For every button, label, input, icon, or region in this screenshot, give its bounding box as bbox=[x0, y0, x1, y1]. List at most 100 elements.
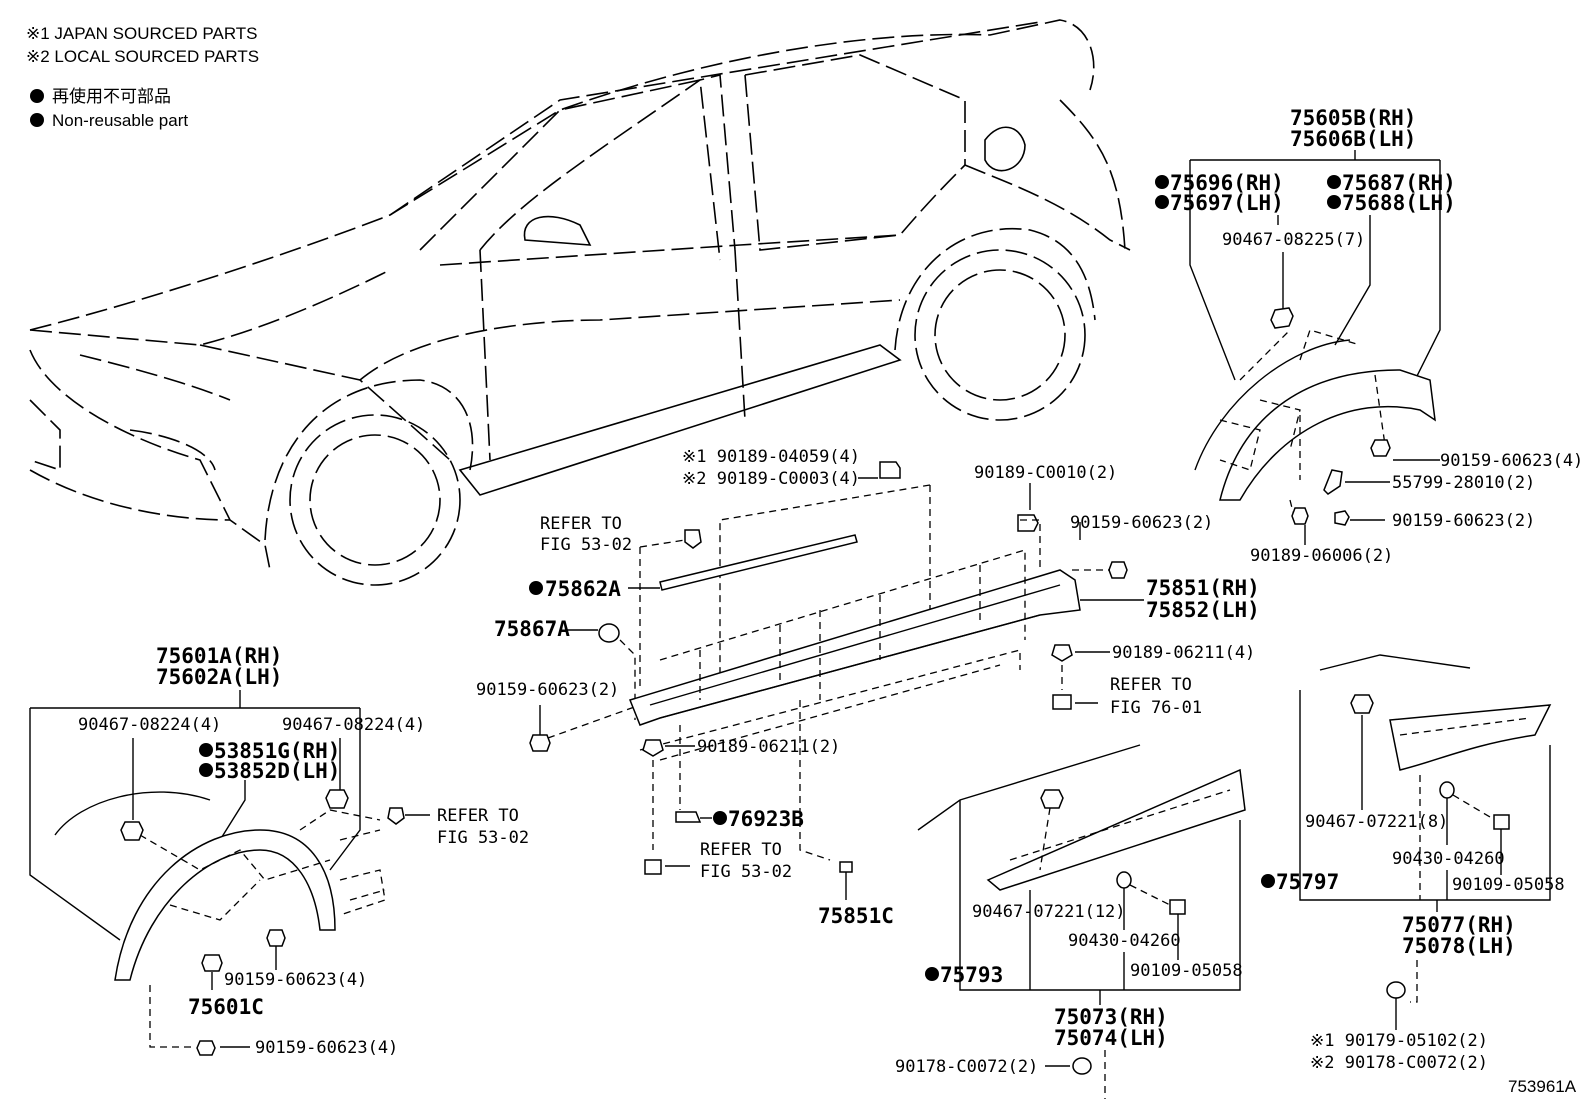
rivet-icon bbox=[1323, 469, 1343, 495]
nut-icon bbox=[1386, 981, 1406, 999]
clip-icon bbox=[642, 739, 664, 757]
label-j1-90189-04059: ※1 90189-04059(4) bbox=[682, 447, 860, 467]
label-j2-90189-c0003: ※2 90189-C0003(4) bbox=[682, 469, 860, 489]
label-90159-60623-4-rr: 90159-60623(4) bbox=[1440, 451, 1583, 471]
label-75605B: 75605B(RH) bbox=[1290, 106, 1416, 130]
label-90430-04260-b: 90430-04260 bbox=[1392, 849, 1505, 869]
clip-icon bbox=[879, 461, 901, 479]
label-90467-08224-r: 90467-08224(4) bbox=[282, 715, 425, 735]
label-75606B: 75606B(LH) bbox=[1290, 127, 1416, 151]
label-75696: 75696(RH) bbox=[1170, 171, 1284, 195]
legend-nonreuse-en: Non-reusable part bbox=[52, 111, 188, 130]
label-90467-07221-12: 90467-07221(12) bbox=[972, 902, 1126, 922]
screw-icon bbox=[196, 1040, 216, 1056]
clip-icon bbox=[684, 529, 702, 549]
nonreuse-dot-icon bbox=[1327, 195, 1341, 209]
label-75793: 75793 bbox=[940, 963, 1003, 987]
label-90159-60623-4-bot: 90159-60623(4) bbox=[255, 1038, 398, 1058]
nonreuse-dot-icon bbox=[1155, 175, 1169, 189]
label-75688: 75688(LH) bbox=[1342, 191, 1456, 215]
nonreuse-dot-icon bbox=[199, 743, 213, 757]
bolt-icon bbox=[1169, 899, 1186, 915]
nonreuse-dot-icon bbox=[529, 581, 543, 595]
legend-japan: ※1 JAPAN SOURCED PARTS bbox=[26, 24, 258, 43]
label-90430-04260-a: 90430-04260 bbox=[1068, 931, 1181, 951]
label-90178-c0072: 90178-C0072(2) bbox=[895, 1057, 1038, 1077]
rocker-molding bbox=[628, 569, 1081, 726]
label-90109-05058-b: 90109-05058 bbox=[1452, 875, 1565, 895]
label-90189-06211-4: 90189-06211(4) bbox=[1112, 643, 1255, 663]
vehicle-outline bbox=[29, 19, 1131, 586]
rear-door-molding bbox=[1389, 704, 1552, 771]
nonreuse-dot-icon bbox=[1327, 175, 1341, 189]
clip-icon bbox=[1270, 307, 1294, 329]
label-75077: 75077(RH) bbox=[1402, 913, 1516, 937]
label-75697: 75697(LH) bbox=[1170, 191, 1284, 215]
nonreuse-dot-icon bbox=[925, 967, 939, 981]
label-90467-08225: 90467-08225(7) bbox=[1222, 230, 1365, 250]
clip-icon bbox=[1291, 507, 1309, 525]
nonreuse-dot-icon bbox=[30, 113, 44, 127]
label-fig-53-02-c: FIG 53-02 bbox=[700, 862, 792, 882]
washer-icon bbox=[1439, 781, 1455, 799]
legend-nonreuse-jp: 再使用不可部品 bbox=[52, 86, 171, 106]
front-door-molding bbox=[986, 768, 1246, 891]
label-75602A: 75602A(LH) bbox=[156, 665, 282, 689]
label-refer-to-b: REFER TO bbox=[1110, 675, 1192, 695]
label-90159-60623-4-fr: 90159-60623(4) bbox=[224, 970, 367, 990]
bolt-icon bbox=[1052, 694, 1072, 710]
cap-icon bbox=[598, 623, 620, 643]
rear-arch-molding bbox=[1219, 369, 1436, 501]
label-75862A: 75862A bbox=[545, 577, 621, 601]
label-90189-06211-2: 90189-06211(2) bbox=[697, 737, 840, 757]
label-90159-60623-2-mid: 90159-60623(2) bbox=[476, 680, 619, 700]
label-75074: 75074(LH) bbox=[1054, 1026, 1168, 1050]
nonreuse-dot-icon bbox=[1155, 195, 1169, 209]
clip-icon bbox=[1040, 789, 1064, 809]
screw-icon bbox=[839, 861, 853, 873]
label-90189-c0010: 90189-C0010(2) bbox=[974, 463, 1117, 483]
label-refer-to-a: REFER TO bbox=[540, 514, 622, 534]
clip-icon bbox=[1350, 694, 1374, 714]
clip-icon bbox=[387, 807, 405, 825]
clip-icon bbox=[1051, 644, 1073, 662]
label-53851G: 53851G(RH) bbox=[214, 739, 340, 763]
label-fig-53-02-d: FIG 53-02 bbox=[437, 828, 529, 848]
label-55799-28010: 55799-28010(2) bbox=[1392, 473, 1535, 493]
bolt-icon bbox=[1493, 814, 1510, 830]
rocker-tape bbox=[659, 534, 858, 591]
label-75601A: 75601A(RH) bbox=[156, 644, 282, 668]
bolt-icon bbox=[644, 859, 662, 875]
label-fig-76-01: FIG 76-01 bbox=[1110, 698, 1202, 718]
screw-icon bbox=[1370, 439, 1391, 457]
label-75078: 75078(LH) bbox=[1402, 934, 1516, 958]
screw-icon bbox=[1334, 510, 1350, 526]
screw-icon bbox=[1108, 561, 1128, 579]
label-refer-to-c: REFER TO bbox=[700, 840, 782, 860]
label-75867A: 75867A bbox=[494, 617, 570, 641]
legend-local: ※2 LOCAL SOURCED PARTS bbox=[26, 47, 259, 66]
pad-icon bbox=[675, 811, 702, 823]
clip-icon bbox=[201, 954, 223, 972]
label-fig-53-02-a: FIG 53-02 bbox=[540, 535, 632, 555]
label-90109-05058-a: 90109-05058 bbox=[1130, 961, 1243, 981]
label-j2-90178: ※2 90178-C0072(2) bbox=[1310, 1053, 1488, 1073]
label-53852D: 53852D(LH) bbox=[214, 759, 340, 783]
nonreuse-dot-icon bbox=[713, 811, 727, 825]
label-75687: 75687(RH) bbox=[1342, 171, 1456, 195]
nonreuse-dot-icon bbox=[30, 89, 44, 103]
label-75601C: 75601C bbox=[188, 995, 264, 1019]
figure-id: 753961A bbox=[1508, 1077, 1577, 1096]
nonreuse-dot-icon bbox=[199, 763, 213, 777]
label-90159-60623-2-rr: 90159-60623(2) bbox=[1392, 511, 1535, 531]
label-75852: 75852(LH) bbox=[1146, 598, 1260, 622]
label-75797: 75797 bbox=[1276, 870, 1339, 894]
label-75851: 75851(RH) bbox=[1146, 576, 1260, 600]
nonreuse-dot-icon bbox=[1261, 874, 1275, 888]
label-90467-08224-l: 90467-08224(4) bbox=[78, 715, 221, 735]
label-90189-06006: 90189-06006(2) bbox=[1250, 546, 1393, 566]
label-refer-to-d: REFER TO bbox=[437, 806, 519, 826]
clip-icon bbox=[120, 821, 144, 841]
